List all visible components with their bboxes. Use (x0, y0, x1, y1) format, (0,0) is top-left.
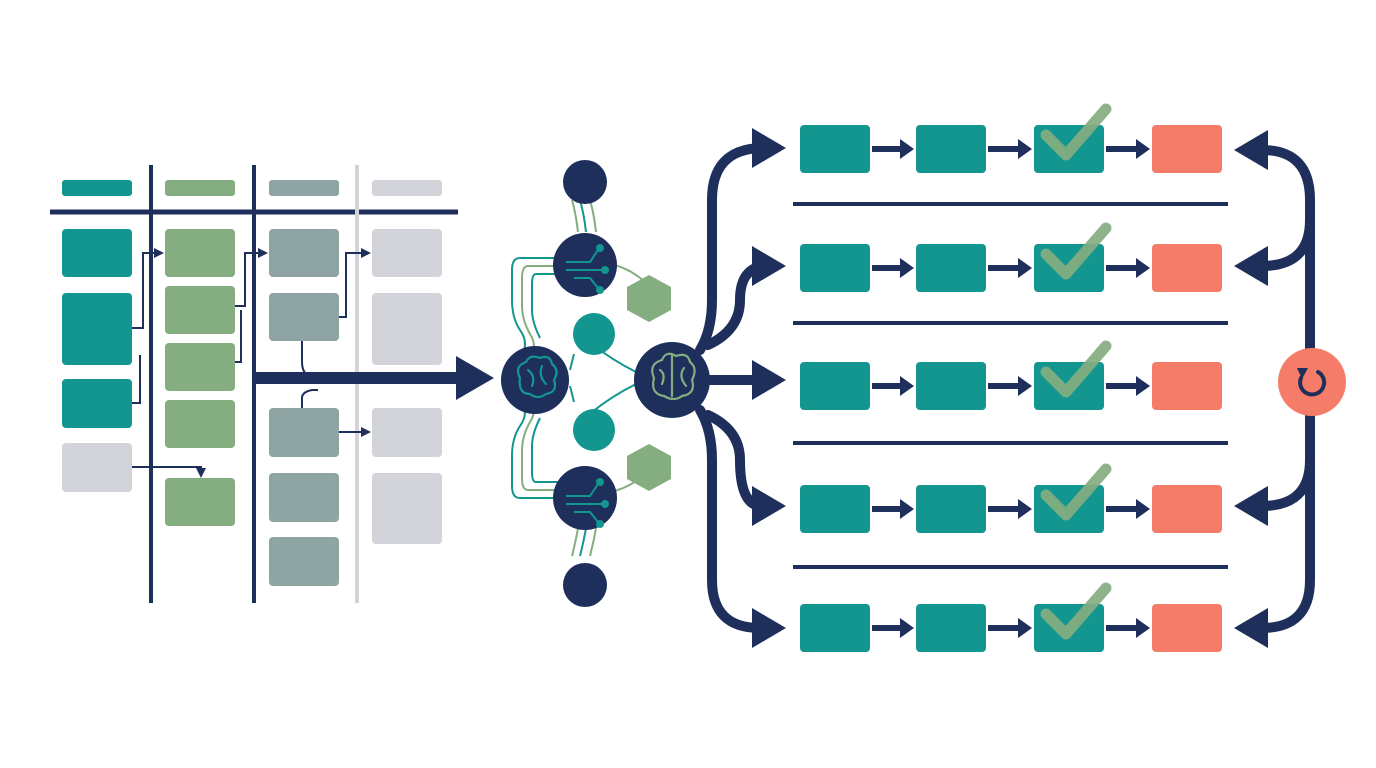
circuit-icon (566, 478, 609, 528)
refresh-badge[interactable] (1278, 348, 1346, 416)
kanban-card[interactable] (372, 293, 442, 365)
step-arrowhead (1018, 499, 1032, 519)
teal-dot (573, 409, 615, 451)
fanout-arrowheads (752, 128, 786, 648)
kanban-card[interactable] (269, 537, 339, 586)
kanban-connectors (132, 248, 371, 478)
navy-dot (563, 160, 607, 204)
checkmark-icon (1040, 582, 1112, 640)
hexagon (627, 275, 671, 322)
checkmark-icon (1040, 222, 1112, 280)
circuit-icon (566, 244, 609, 294)
teal-dot (573, 313, 615, 355)
teal-step[interactable] (800, 485, 870, 533)
column-header-3 (269, 180, 339, 196)
teal-step[interactable] (800, 125, 870, 173)
loop-arrowheads (1234, 130, 1268, 648)
kanban-card[interactable] (62, 229, 132, 277)
pipeline-lanes (800, 103, 1222, 652)
kanban-card[interactable] (165, 400, 235, 448)
kanban-card[interactable] (62, 443, 132, 492)
kanban-board (50, 165, 494, 603)
step-arrowhead (1018, 258, 1032, 278)
kanban-card[interactable] (165, 343, 235, 391)
kanban-card[interactable] (372, 408, 442, 457)
step-arrowhead (900, 618, 914, 638)
kanban-card[interactable] (372, 473, 442, 544)
kanban-card[interactable] (165, 229, 235, 277)
brain-icon (651, 352, 696, 401)
refresh-icon (1297, 368, 1327, 397)
brain-icon (516, 355, 558, 399)
checkmark-icon (1040, 340, 1112, 398)
kanban-card[interactable] (269, 473, 339, 522)
navy-dot (563, 563, 607, 607)
kanban-card[interactable] (165, 286, 235, 334)
kanban-card[interactable] (165, 478, 235, 526)
kanban-card[interactable] (269, 293, 339, 341)
coral-step[interactable] (1152, 485, 1222, 533)
step-arrowhead (1018, 618, 1032, 638)
checkmark-icon (1040, 463, 1112, 521)
column-header-2 (165, 180, 235, 196)
fanout-arrows (695, 143, 767, 633)
teal-step[interactable] (800, 244, 870, 292)
column-header-4 (372, 180, 442, 196)
main-flow-arrowhead (456, 356, 494, 400)
teal-step[interactable] (916, 485, 986, 533)
column-header-1 (62, 180, 132, 196)
kanban-card[interactable] (269, 229, 339, 277)
step-arrowhead (900, 139, 914, 159)
teal-step[interactable] (916, 604, 986, 652)
step-arrowhead (1018, 376, 1032, 396)
circuit-node (553, 233, 617, 297)
coral-step[interactable] (1152, 362, 1222, 410)
step-arrowhead (1136, 376, 1150, 396)
kanban-card[interactable] (62, 379, 132, 428)
step-arrowhead (1136, 258, 1150, 278)
circuit-node (553, 466, 617, 530)
coral-step[interactable] (1152, 125, 1222, 173)
step-arrowhead (900, 499, 914, 519)
coral-step[interactable] (1152, 604, 1222, 652)
step-arrowhead (1136, 499, 1150, 519)
checkmark-icon (1040, 103, 1112, 161)
pipeline (695, 103, 1346, 652)
teal-step[interactable] (800, 362, 870, 410)
step-arrowhead (900, 376, 914, 396)
teal-step[interactable] (800, 604, 870, 652)
hexagon (627, 444, 671, 491)
coral-step[interactable] (1152, 244, 1222, 292)
step-arrowhead (1136, 139, 1150, 159)
teal-step[interactable] (916, 125, 986, 173)
step-arrowhead (1018, 139, 1032, 159)
ai-hub (501, 160, 710, 607)
teal-step[interactable] (916, 362, 986, 410)
kanban-card[interactable] (269, 408, 339, 457)
kanban-card[interactable] (62, 293, 132, 365)
kanban-card[interactable] (372, 229, 442, 277)
step-arrowhead (1136, 618, 1150, 638)
teal-step[interactable] (916, 244, 986, 292)
step-arrowhead (900, 258, 914, 278)
